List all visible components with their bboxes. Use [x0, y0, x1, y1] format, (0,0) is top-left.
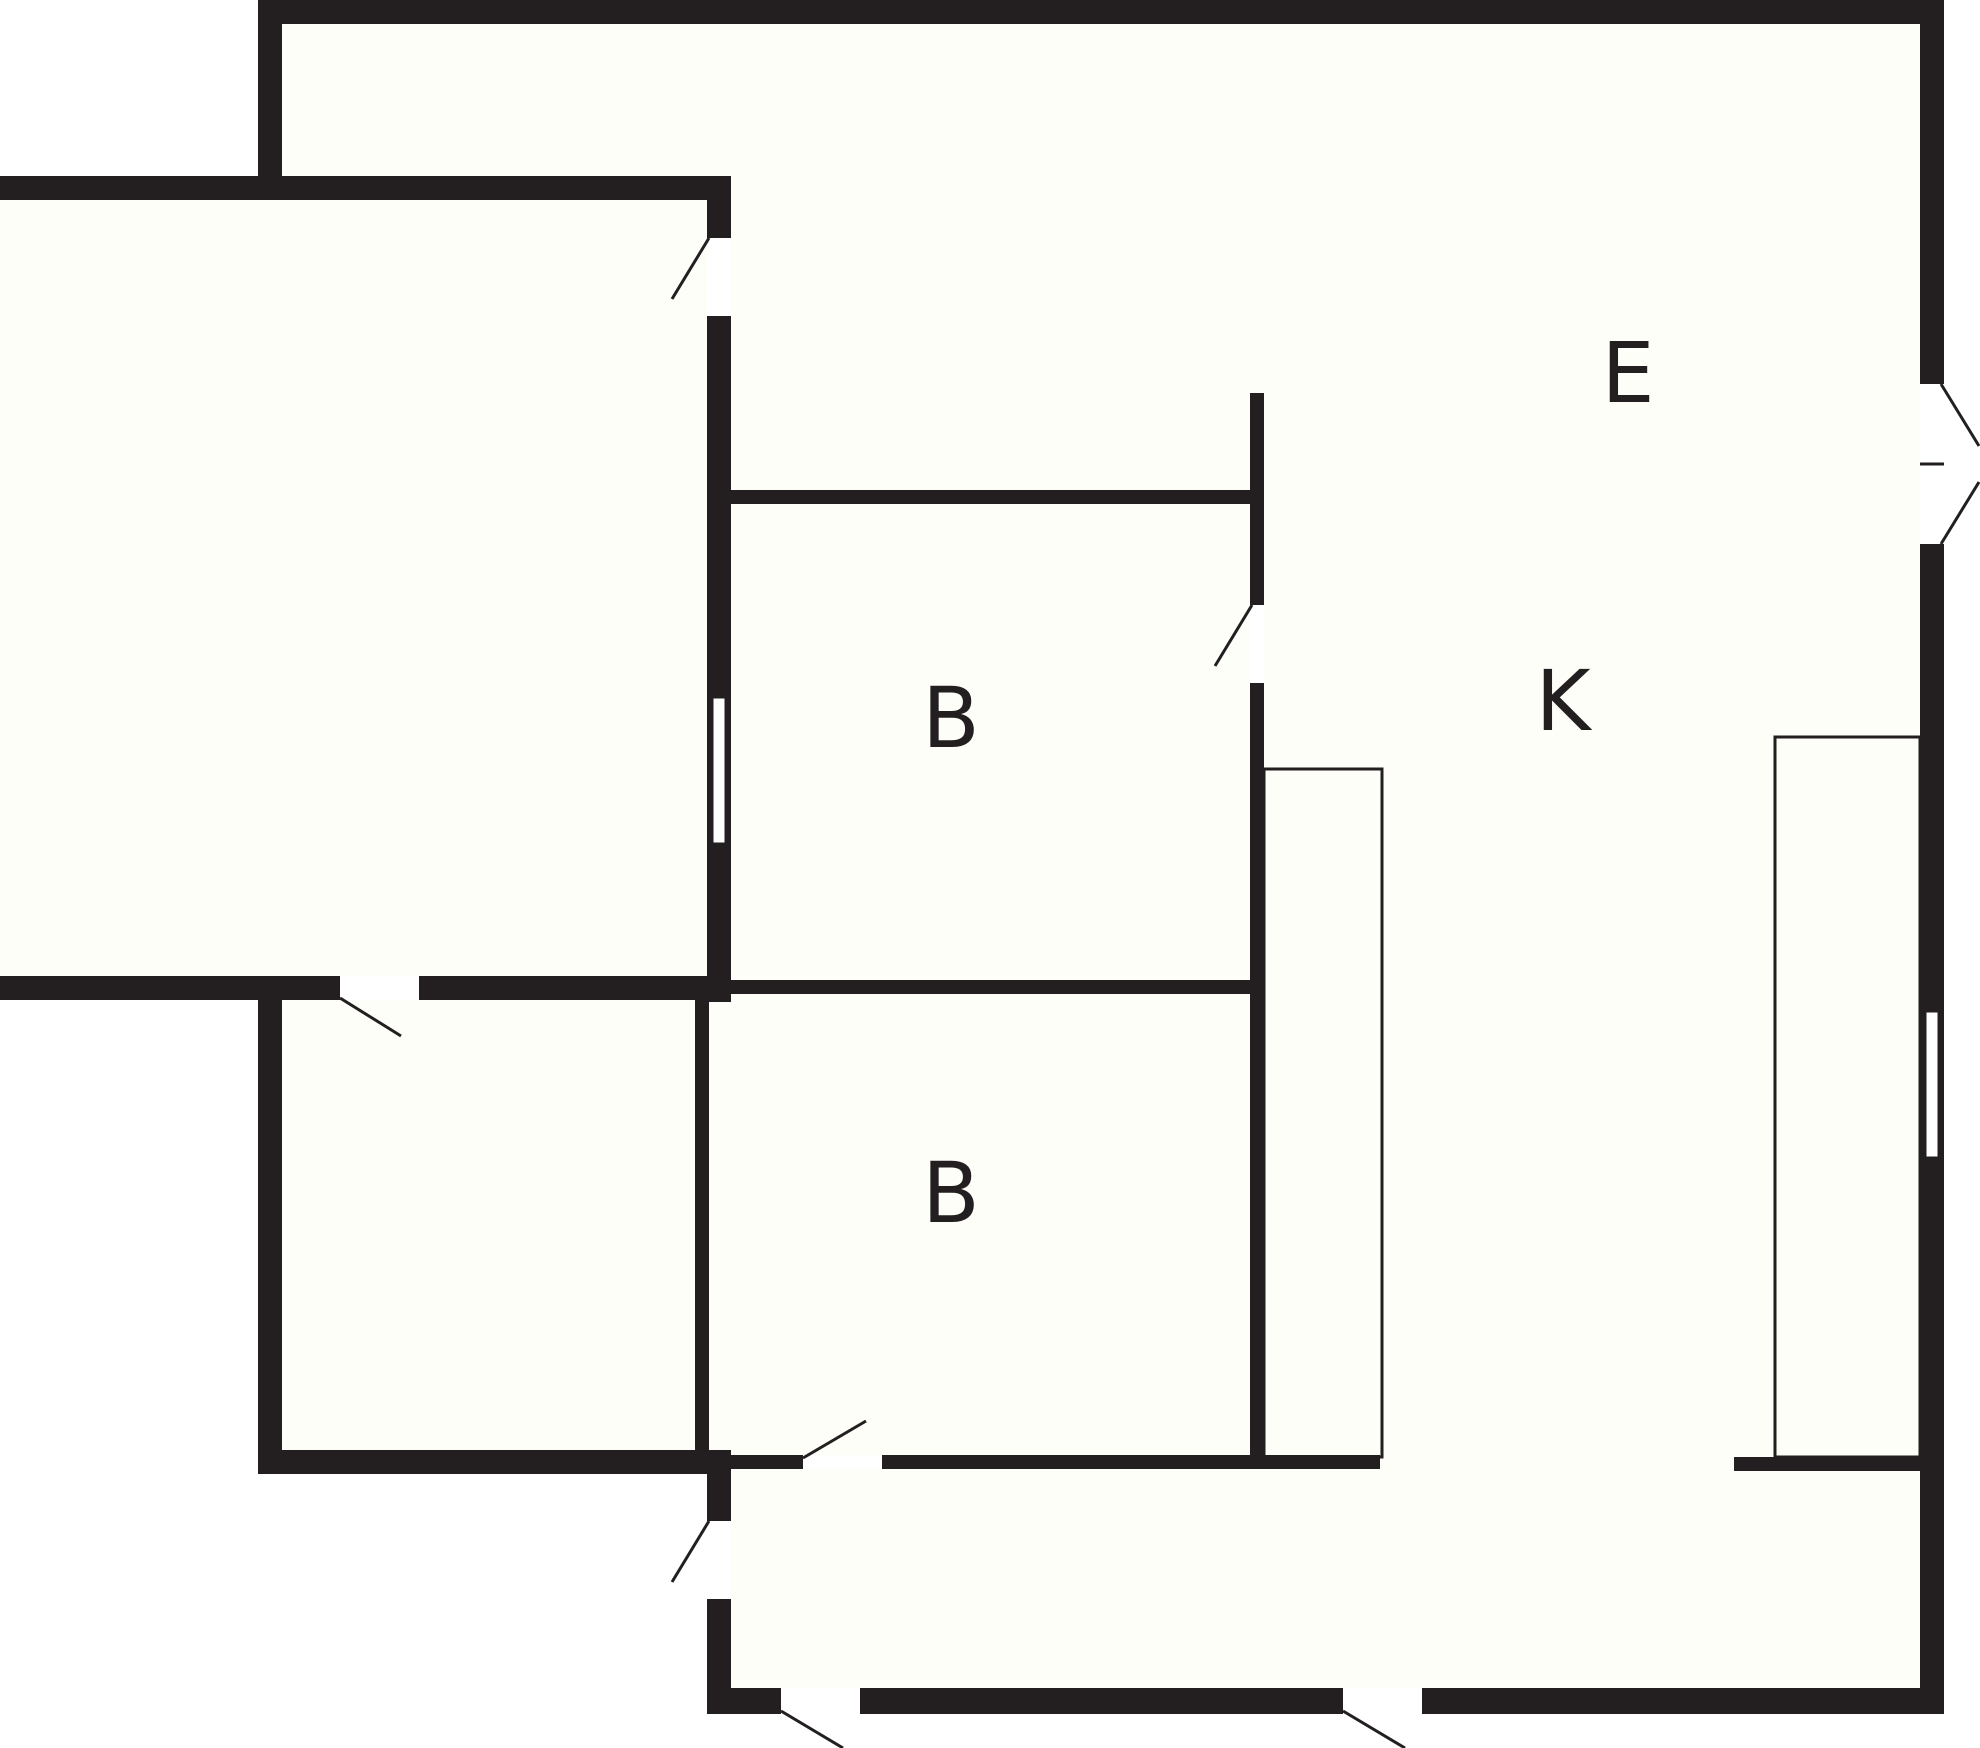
- opening-bottom-b: [1343, 1688, 1422, 1714]
- built-ins: [1262, 735, 1922, 1459]
- wardrobe-right: [1773, 735, 1922, 1459]
- door-leaf-hall-left: [670, 1520, 711, 1583]
- door-leaf-entrance-bottom: [1939, 481, 1980, 545]
- room-labels: E K B B: [922, 324, 1654, 1242]
- opening-bedroom-upper: [1250, 605, 1264, 683]
- wall-storage-left: [258, 976, 282, 1474]
- door-leaf-bedroom-upper: [1213, 604, 1254, 667]
- room-label-kitchen: K: [1535, 652, 1592, 750]
- opening-bottom-a: [781, 1688, 860, 1714]
- door-leaf-bottom-a: [780, 1709, 844, 1748]
- opening-bedroom-lower: [803, 1455, 882, 1469]
- wall-kitchen-bottom-stub: [1734, 1457, 1944, 1471]
- wall-left-room-bottom-b: [419, 976, 731, 1000]
- door-leaf-bedroom-lower: [802, 1419, 867, 1460]
- door-leaf-bottom-b: [1342, 1709, 1406, 1748]
- room-label-bedroom-lower: B: [922, 1144, 980, 1242]
- wall-right: [1920, 0, 1944, 1714]
- door-leaf-left-room-bottom: [339, 996, 402, 1038]
- wall-bedrooms-divider: [731, 980, 1257, 994]
- floor-main: [0, 24, 1920, 1688]
- wall-top: [258, 0, 1944, 24]
- wall-bedroom-upper-top: [731, 490, 1257, 504]
- door-leaves: [339, 237, 1980, 1748]
- wall-upper-left-vertical: [258, 0, 282, 200]
- room-label-bedroom-upper: B: [922, 669, 980, 767]
- windows: [710, 695, 1941, 1160]
- wall-storage-right: [695, 998, 709, 1460]
- wall-left-room-top: [0, 176, 731, 200]
- door-leaf-entrance-top: [1939, 383, 1980, 447]
- window-left-room: [710, 695, 728, 846]
- wardrobe-corridor: [1262, 767, 1384, 1459]
- window-kitchen: [1923, 1009, 1941, 1160]
- opening-left-room-top: [707, 238, 731, 316]
- floor-area: [0, 24, 1920, 1688]
- wall-left-room-bottom-a: [0, 976, 340, 1000]
- wall-storage-bottom: [258, 1450, 731, 1474]
- exterior-walls: [0, 0, 1944, 1714]
- wall-bedrooms-right: [1250, 393, 1264, 1460]
- wall-bottom: [707, 1688, 1944, 1714]
- opening-left-room-bottom: [340, 976, 419, 1000]
- room-label-entrance: E: [1601, 324, 1654, 422]
- opening-hall-left: [707, 1521, 731, 1599]
- door-leaf-left-room-top: [670, 237, 711, 300]
